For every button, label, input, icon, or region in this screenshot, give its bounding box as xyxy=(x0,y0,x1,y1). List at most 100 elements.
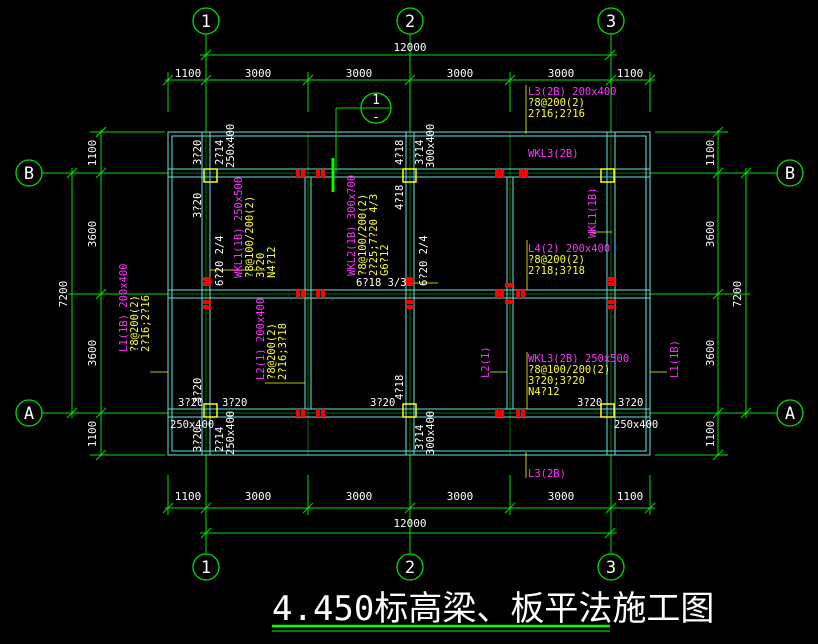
label-wkl3-mid-n: N4?12 xyxy=(528,386,560,398)
note-b2-down: 4?18 xyxy=(394,185,406,210)
column-b1 xyxy=(203,168,218,183)
label-l3-top: L3(2B) 200x400 xyxy=(528,86,617,98)
axis-label-left-a: A xyxy=(24,404,34,424)
leader-lines xyxy=(150,85,667,478)
label-l3-bottom: L3(2B) xyxy=(528,468,566,480)
label-l2-left-stir: ?8@200(2) xyxy=(266,323,278,380)
dim-right-seg-3: 3600 xyxy=(704,340,717,367)
note-a1-size2: 250x400 xyxy=(225,411,237,455)
dim-seg-top-4: 3000 xyxy=(447,67,474,80)
dim-seg-bottom-2: 3000 xyxy=(245,490,272,503)
dim-seg-bottom-3: 3000 xyxy=(346,490,373,503)
label-wkl2: WKL2(1B) 300x700 xyxy=(346,175,358,276)
label-wkl2-stir: ?8@100/200(2) xyxy=(357,194,369,276)
note-b2-314: 3?14 xyxy=(414,140,426,165)
note-a2-size: 300x400 xyxy=(425,411,437,455)
dimension-lines xyxy=(66,49,752,539)
label-l4-stir: ?8@200(2) xyxy=(528,254,585,266)
section-marker-number: 1 xyxy=(372,93,380,108)
dim-left-seg-4: 1100 xyxy=(86,421,99,448)
section-marker: 1 - xyxy=(331,92,392,192)
section-marker-sub: - xyxy=(372,110,380,125)
axis-label-top-3: 3 xyxy=(606,12,616,32)
dim-seg-top-5: 3000 xyxy=(548,67,575,80)
label-l3-top-bars: 2?16;2?16 xyxy=(528,108,585,120)
note-a1-size: 250x400 xyxy=(170,419,214,431)
dim-seg-bottom-1: 1100 xyxy=(175,490,202,503)
dim-left-total: 7200 xyxy=(57,281,70,308)
label-wkl3-mid: WKL3(2B) 250x500 xyxy=(528,353,629,365)
label-l1-left-stir: ?8@200(2) xyxy=(129,295,141,352)
label-wkl1-left-n: N4?12 xyxy=(266,246,278,278)
note-a1-214: 2?14 xyxy=(214,427,226,452)
label-wkl1-left-bars: 3?20 xyxy=(255,253,267,278)
label-wkl1-left: WKL1(1B) 250x500 xyxy=(233,177,245,278)
drawing-title: 4.450标高梁、板平法施工图 xyxy=(272,589,714,629)
columns xyxy=(203,168,615,418)
axis-label-right-b: B xyxy=(785,164,795,184)
dim-seg-top-1: 1100 xyxy=(175,67,202,80)
note-mid-618: 6?18 3/3 xyxy=(356,277,407,289)
label-wkl1-right: WKL1(1B) xyxy=(587,187,599,238)
label-l2-left: L2(1) 200x400 xyxy=(255,298,267,380)
note-a2-314: 3?14 xyxy=(414,425,426,450)
dim-seg-bottom-5: 3000 xyxy=(548,490,575,503)
axis-label-top-1: 1 xyxy=(201,12,211,32)
dim-right-seg-1: 1100 xyxy=(704,140,717,167)
note-b1-320: 3?20 xyxy=(192,140,204,165)
dim-left-seg-2: 3600 xyxy=(86,221,99,248)
note-mid-620b: 6?20 2/4 xyxy=(418,235,430,286)
note-a1-320-up: 3?20 xyxy=(192,378,204,403)
label-l4: L4(2) 200x400 xyxy=(528,243,610,255)
label-l3-top-stir: ?8@200(2) xyxy=(528,97,585,109)
dim-right-seg-4: 1100 xyxy=(704,421,717,448)
label-l4-bars: 2?18;3?18 xyxy=(528,265,585,277)
column-b3 xyxy=(600,168,615,183)
axis-label-bottom-3: 3 xyxy=(606,558,616,578)
axis-label-right-a: A xyxy=(785,404,795,424)
column-b2 xyxy=(402,168,417,183)
note-a1-320-l: 3?20 xyxy=(178,397,203,409)
label-wkl1-left-stir: ?8@100/200(2) xyxy=(244,196,256,278)
dim-seg-top-3: 3000 xyxy=(346,67,373,80)
dim-seg-top-2: 3000 xyxy=(245,67,272,80)
dim-total-top: 12000 xyxy=(393,41,426,54)
note-b2-418: 4?18 xyxy=(394,140,406,165)
axis-label-bottom-2: 2 xyxy=(405,558,415,578)
grid-lines xyxy=(42,34,777,554)
dim-left-seg-3: 3600 xyxy=(86,340,99,367)
axis-label-top-2: 2 xyxy=(405,12,415,32)
label-wkl2-bars: 2?25;7?20 4/3 xyxy=(368,194,380,276)
column-a3 xyxy=(600,403,615,418)
column-a2 xyxy=(402,403,417,418)
label-wkl3-mid-stir: ?8@100/200(2) xyxy=(528,364,610,376)
label-l1-left: L1(1B) 200x400 xyxy=(118,263,130,352)
axis-label-bottom-1: 1 xyxy=(201,558,211,578)
label-wkl3-top: WKL3(2B) xyxy=(528,148,579,160)
note-a1-320-r: 3?20 xyxy=(222,397,247,409)
dim-left-seg-1: 1100 xyxy=(86,140,99,167)
note-a2-320: 3?20 xyxy=(370,397,395,409)
note-a3-size: 250x400 xyxy=(614,419,658,431)
label-wkl3-mid-bars: 3?20;3?20 xyxy=(528,375,585,387)
dim-total-bottom: 12000 xyxy=(393,517,426,530)
label-wkl2-g: G6?12 xyxy=(379,244,391,276)
note-b2-size: 300x400 xyxy=(425,124,437,168)
dim-right-seg-2: 3600 xyxy=(704,221,717,248)
dim-seg-bottom-4: 3000 xyxy=(447,490,474,503)
note-a3-320-r: 3?20 xyxy=(618,397,643,409)
dim-right-total: 7200 xyxy=(731,281,744,308)
column-a1 xyxy=(203,403,218,418)
dim-seg-bottom-6: 1100 xyxy=(617,490,644,503)
label-l2-right: L2(1) xyxy=(480,346,492,378)
axis-label-left-b: B xyxy=(24,164,34,184)
note-b1-214: 2?14 xyxy=(214,140,226,165)
label-l2-left-bars: 2?16;3?18 xyxy=(277,323,289,380)
label-l1-right: L1(1B) xyxy=(669,340,681,378)
note-b1-size: 250x400 xyxy=(225,124,237,168)
note-b1-down: 3?20 xyxy=(192,193,204,218)
note-a2-418: 4?18 xyxy=(394,375,406,400)
note-mid-620: 6?20 2/4 xyxy=(214,235,226,286)
label-l1-left-bars: 2?16;2?16 xyxy=(140,295,152,352)
